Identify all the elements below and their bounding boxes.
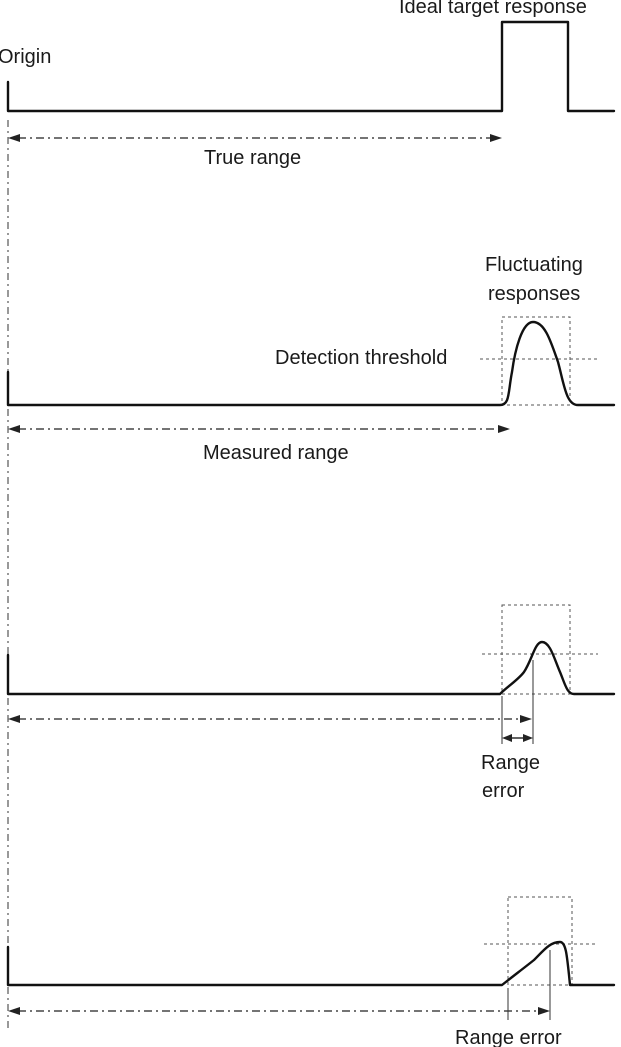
true-range-arrow-right-head — [490, 134, 502, 142]
ideal-pulse-outline — [501, 316, 571, 406]
true-range-arrow-left-head — [8, 134, 20, 142]
range-error-label: Range error — [455, 1027, 562, 1047]
measured-range-label: Measured range — [203, 442, 349, 464]
measured-range-arrow-right-head — [538, 1007, 550, 1015]
panel-range-error-1: Range error — [6, 604, 616, 802]
ideal-pulse-outline — [507, 896, 573, 986]
origin-label: Origin — [0, 46, 51, 68]
panel-ideal: Origin Ideal target response True range — [0, 0, 616, 169]
range-error-label-line1: Range — [481, 752, 540, 774]
ideal-target-response-label: Ideal target response — [399, 0, 587, 18]
fluctuating-label-line1: Fluctuating — [485, 254, 583, 276]
fluctuating-label-line2: responses — [488, 283, 580, 305]
measured-range-arrow-left-head — [8, 715, 20, 723]
measured-range-arrow-right-head — [498, 425, 510, 433]
slow-rise-signal-trace — [6, 940, 616, 987]
panel-measured: Fluctuating responses Detection threshol… — [6, 254, 616, 464]
measured-range-arrow-left-head — [8, 1007, 20, 1015]
detection-threshold-label: Detection threshold — [275, 347, 447, 369]
fluctuating-signal-trace — [6, 320, 616, 407]
range-error-arrow-right-head — [523, 734, 533, 742]
range-error-arrow-left-head — [502, 734, 512, 742]
weak-signal-trace — [6, 640, 616, 696]
true-range-label: True range — [204, 147, 301, 169]
measured-range-arrow-right-head — [520, 715, 532, 723]
measured-range-arrow-left-head — [8, 425, 20, 433]
ideal-signal-trace — [6, 20, 616, 113]
panel-range-error-2: Range error — [6, 896, 616, 1047]
range-error-label-line2: error — [482, 780, 525, 802]
